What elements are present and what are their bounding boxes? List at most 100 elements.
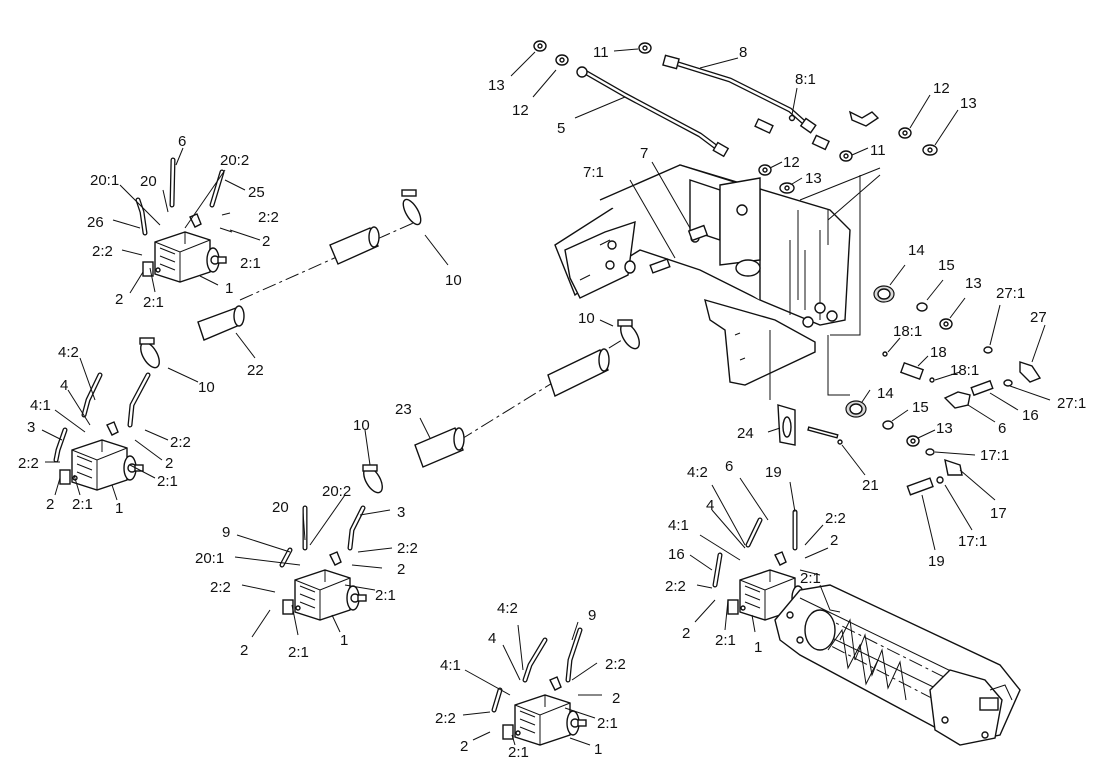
callout-25: 25 [248,184,265,201]
callout-3b: 3 [397,504,405,521]
callout-2-1d: 2:1 [72,496,93,513]
hydraulic-tube-8 [662,54,817,134]
callout-2-2c: 2:2 [170,434,191,451]
callout-4c: 4 [488,630,496,647]
callout-2-1h: 2:1 [715,632,736,649]
hydraulic-tube-5 [576,66,730,158]
callout-27-1b: 27:1 [1057,395,1086,412]
motor-group-2 [59,421,144,491]
callout-18: 18 [930,344,947,361]
callout-15a: 15 [938,257,955,274]
callout-1e: 1 [594,741,602,758]
callout-8: 8 [739,44,747,61]
callout-1b: 1 [115,500,123,517]
callout-4a: 4 [60,377,68,394]
callout-2b: 2 [115,291,123,308]
callout-2-2a: 2:2 [258,209,279,226]
callout-14a: 14 [908,242,925,259]
callout-2-1f: 2:1 [288,644,309,661]
callout-26: 26 [87,214,104,231]
callout-2g: 2 [830,532,838,549]
callout-9a: 9 [222,524,230,541]
frame-bracket [554,164,851,386]
callout-1a: 1 [225,280,233,297]
callout-2e: 2 [397,561,405,578]
callout-2-1a: 2:1 [240,255,261,272]
callout-20b: 20 [272,499,289,516]
callout-2-2d: 2:2 [18,455,39,472]
callout-12c: 12 [933,80,950,97]
callout-18-1b: 18:1 [950,362,979,379]
callout-27-1a: 27:1 [996,285,1025,302]
callout-2-1b: 2:1 [143,294,164,311]
callout-4-2b: 4:2 [687,464,708,481]
callout-8-1: 8:1 [795,71,816,88]
callout-15b: 15 [912,399,929,416]
callout-1d: 1 [754,639,762,656]
callout-2-2b: 2:2 [92,243,113,260]
callout-2-2g: 2:2 [825,510,846,527]
callout-14b: 14 [877,385,894,402]
callout-2-2i: 2:2 [605,656,626,673]
callout-20-2b: 20:2 [322,483,351,500]
reel-assembly [774,584,1021,746]
callout-10a: 10 [445,272,462,289]
callout-10c: 10 [578,310,595,327]
callout-23: 23 [395,401,412,418]
callout-2d: 2 [46,496,54,513]
callout-2-1i: 2:1 [597,715,618,732]
callout-2c: 2 [165,455,173,472]
callout-2j: 2 [460,738,468,755]
callout-2-2f: 2:2 [210,579,231,596]
right-fittings [777,285,1042,496]
callout-17-1b: 17:1 [958,533,987,550]
callout-1c: 1 [340,632,348,649]
callout-2f: 2 [240,642,248,659]
callout-19b: 19 [765,464,782,481]
callout-12: 12 [512,102,529,119]
washers-nuts-top [533,40,938,194]
callout-2-1g: 2:1 [800,570,821,587]
callout-20-1b: 20:1 [195,550,224,567]
callout-13d: 13 [965,275,982,292]
callout-18-1a: 18:1 [893,323,922,340]
callout-7: 7 [640,145,648,162]
callout-2-1j: 2:1 [508,744,529,761]
callout-4-1c: 4:1 [440,657,461,674]
callout-2h: 2 [682,625,690,642]
motor-group-1 [142,213,227,283]
callout-21: 21 [862,477,879,494]
callout-10b: 10 [198,379,215,396]
callout-4-1b: 4:1 [668,517,689,534]
leader-lines [41,48,1051,746]
callout-7-1: 7:1 [583,164,604,181]
callout-22: 22 [247,362,264,379]
callout-16b: 16 [668,546,685,563]
callout-17: 17 [990,505,1007,522]
callout-16a: 16 [1022,407,1039,424]
callout-4-1a: 4:1 [30,397,51,414]
callout-20-1: 20:1 [90,172,119,189]
callout-2a: 2 [262,233,270,250]
callout-2-2e: 2:2 [397,540,418,557]
callout-13: 13 [488,77,505,94]
callout-2i: 2 [612,690,620,707]
callout-9b: 9 [588,607,596,624]
callout-19a: 19 [928,553,945,570]
callout-13b: 13 [805,170,822,187]
callout-2-2h: 2:2 [665,578,686,595]
callout-2-1e: 2:1 [375,587,396,604]
callout-13e: 13 [936,420,953,437]
callout-24: 24 [737,425,754,442]
callout-6b: 6 [998,420,1006,437]
callout-12b: 12 [783,154,800,171]
callout-labels: 13 12 11 8 8:1 5 12 13 11 12 13 7 7:1 6 … [18,44,1086,761]
callout-2-1c: 2:1 [157,473,178,490]
shaft-upper [139,189,422,369]
callout-4-2c: 4:2 [497,600,518,617]
guide-lines-frame [769,167,881,400]
callout-6: 6 [178,133,186,150]
callout-4-2a: 4:2 [58,344,79,361]
callout-10d: 10 [353,417,370,434]
callout-13c: 13 [960,95,977,112]
